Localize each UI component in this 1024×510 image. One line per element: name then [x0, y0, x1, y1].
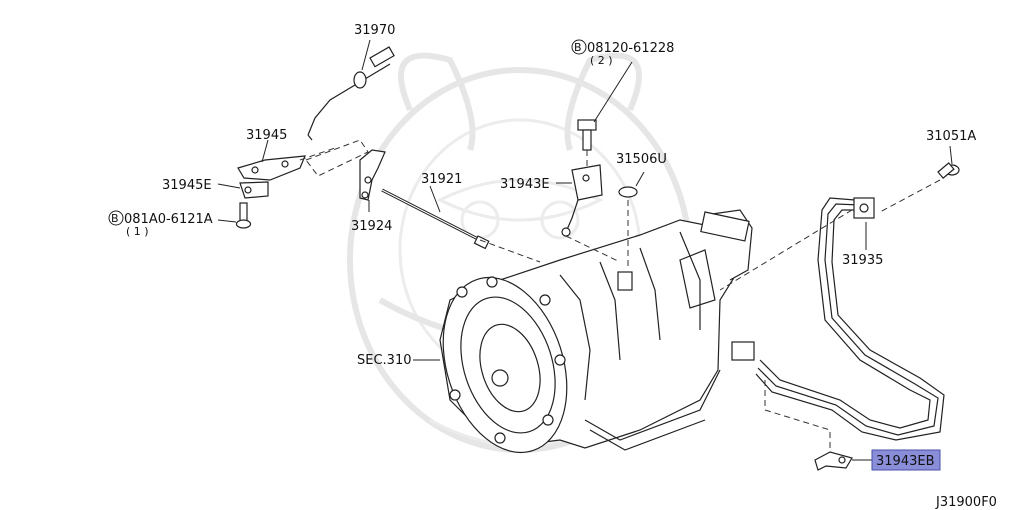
transmission-assembly	[439, 209, 753, 454]
label-31921[interactable]: 31921	[421, 172, 462, 187]
diagram-code: J31900F0	[935, 495, 997, 510]
bolt-marker-081a0: B	[108, 210, 124, 226]
part-31051a-bolt	[937, 145, 960, 179]
label-31943eb-highlight	[871, 449, 941, 471]
label-31945e[interactable]: 31945E	[162, 178, 212, 193]
label-bolt-081a0[interactable]: 081A0-6121A	[124, 212, 213, 227]
label-31924[interactable]: 31924	[351, 219, 392, 234]
part-31943e-bracket	[556, 164, 603, 237]
part-31945-bracket	[237, 139, 306, 181]
label-bolt-08120[interactable]: 08120-61228	[587, 41, 674, 56]
part-31921-rod	[381, 185, 490, 250]
label-bolt-08120-qty: ( 2 )	[590, 54, 613, 67]
label-31943e[interactable]: 31943E	[500, 177, 550, 192]
bolt-marker-08120: B	[571, 39, 587, 55]
label-bolt-081a0-qty: ( 1 )	[126, 225, 149, 238]
part-31943eb-clip	[814, 451, 872, 471]
bolt-marker-letter: B	[111, 212, 119, 225]
part-31935-harness	[731, 197, 945, 441]
part-31970-cable	[307, 46, 395, 141]
label-31935[interactable]: 31935	[842, 253, 883, 268]
label-31051a[interactable]: 31051A	[926, 129, 976, 144]
label-sec310[interactable]: SEC.310	[357, 353, 412, 368]
part-31924-link	[359, 149, 386, 212]
bolt-081a0	[217, 202, 252, 229]
part-31945e-plate	[217, 181, 269, 199]
label-31970[interactable]: 31970	[354, 23, 395, 38]
label-31506u[interactable]: 31506U	[616, 152, 667, 167]
bolt-marker-letter: B	[574, 41, 582, 54]
part-31506u-seal	[618, 171, 645, 198]
label-31943eb[interactable]: 31943EB	[876, 454, 935, 469]
label-31945[interactable]: 31945	[246, 128, 287, 143]
